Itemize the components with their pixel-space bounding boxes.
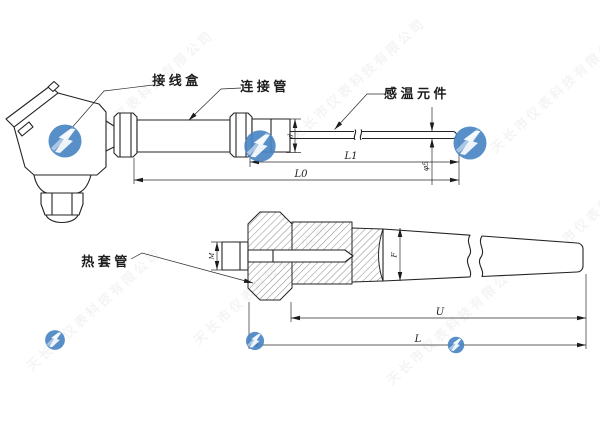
- l1-text: L1: [343, 151, 357, 162]
- u-text: U: [436, 307, 445, 318]
- leader-sensing-element: [334, 93, 386, 130]
- probe-diameter-text: φ5: [421, 161, 430, 171]
- dim-root-diameter: F: [390, 228, 403, 281]
- thermowell-label: 热套管: [81, 254, 131, 269]
- junction-box-label: 接线盒: [152, 73, 202, 88]
- company-logo-icon: [45, 330, 65, 350]
- l0-text: L0: [293, 169, 308, 180]
- leader-connection-tube: [188, 87, 242, 121]
- top-view-thermocouple: 接线盒 连接管 感温元件 d φ5 L1: [5, 73, 460, 224]
- dim-bushing-diameter: d: [286, 118, 301, 153]
- dim-nipple: M: [208, 241, 222, 271]
- hex-nut-left: [113, 112, 138, 158]
- sensing-element-label: 感温元件: [384, 86, 450, 101]
- company-logo-icon: [453, 126, 487, 160]
- thermowell-nipple: [221, 241, 249, 271]
- taper-tip: [478, 235, 584, 278]
- bore: [247, 249, 354, 263]
- neck: [105, 120, 115, 152]
- connection-tube-label: 连接管: [240, 79, 290, 94]
- l-text: L: [414, 334, 422, 345]
- junction-box-lid: [5, 85, 59, 128]
- company-logo-icon: [245, 331, 265, 351]
- dim-probe-diameter: φ5: [421, 107, 435, 185]
- root-diameter-text: F: [390, 252, 399, 259]
- company-logo-icon: [447, 336, 465, 354]
- taper-front: [382, 228, 472, 282]
- connection-tube: [136, 119, 231, 153]
- nipple-size-text: M: [208, 252, 216, 260]
- company-logo-icon: [244, 130, 276, 162]
- leader-thermowell: [130, 252, 254, 284]
- dim-l: L: [248, 302, 586, 349]
- bushing-diameter-text: d: [287, 134, 295, 138]
- dim-u: U: [290, 274, 587, 349]
- bottom-view-thermowell: M 热套管 F: [81, 211, 587, 349]
- taper-root-section: [351, 227, 384, 283]
- cable-gland: [33, 174, 92, 224]
- leader-junction-box: [66, 84, 154, 135]
- company-logo-icon: [48, 124, 82, 158]
- dim-l0: L0: [133, 158, 459, 184]
- probe-sheath: [290, 129, 458, 141]
